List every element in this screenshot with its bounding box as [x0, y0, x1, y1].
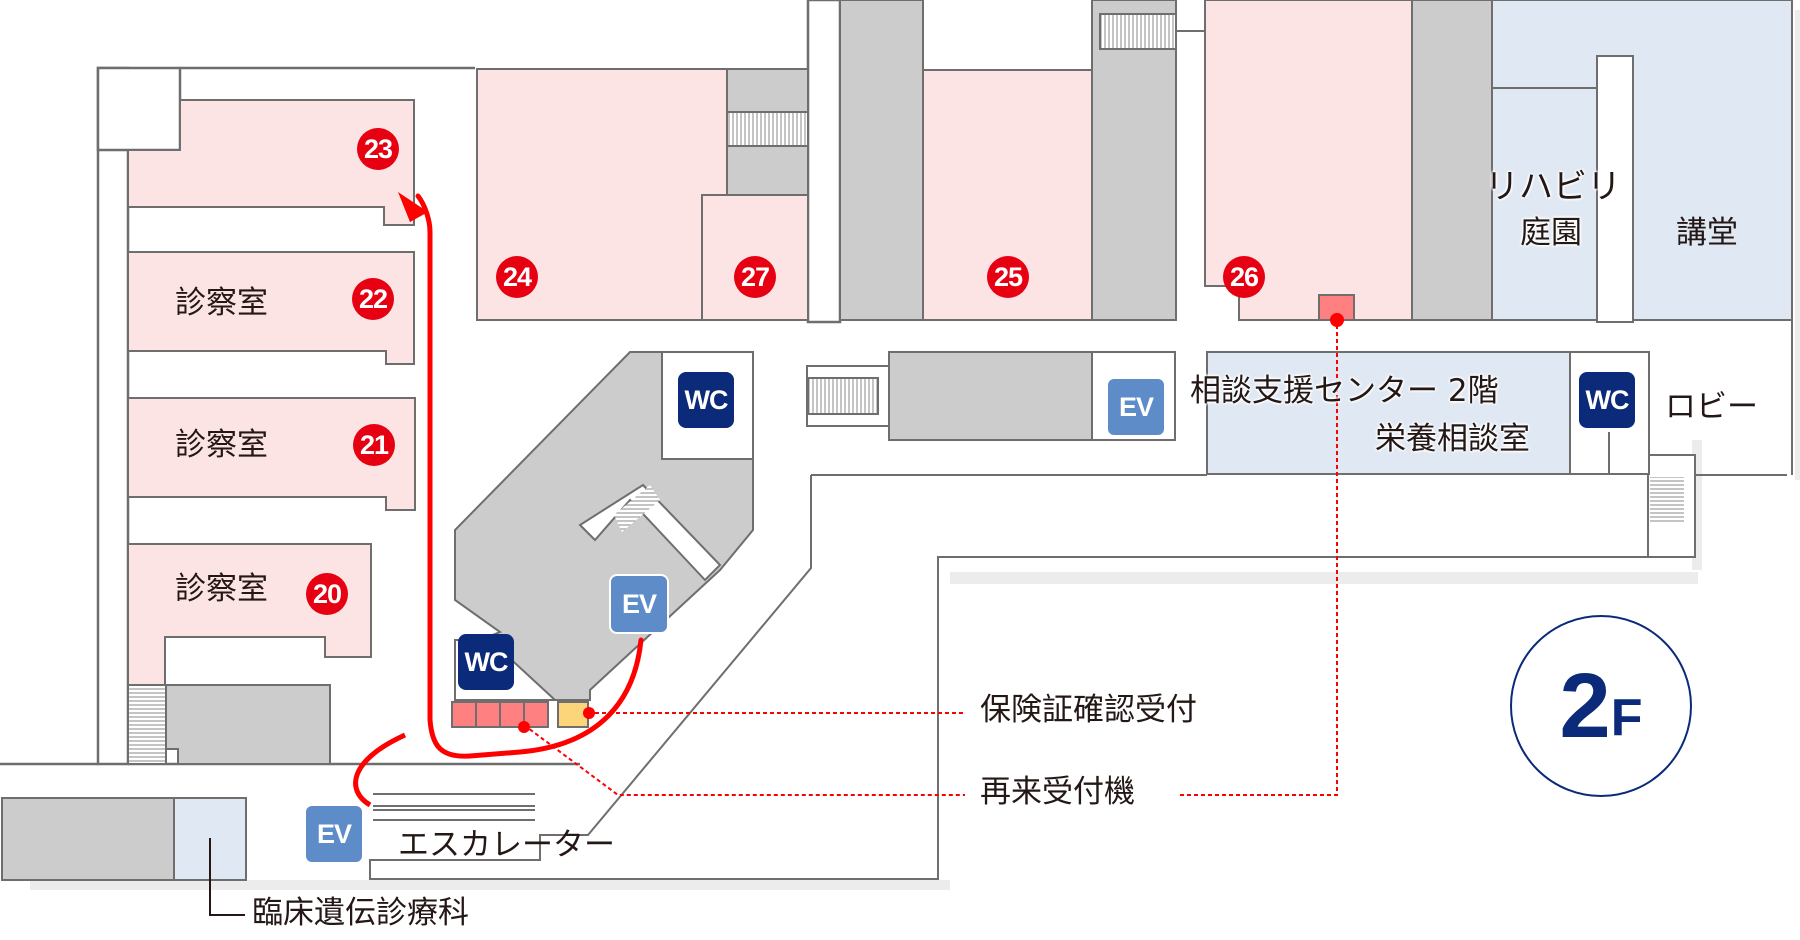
service-box: [96, 66, 182, 152]
reentry-machine-label: 再来受付機: [980, 774, 1135, 810]
wc-icon[interactable]: WC: [458, 634, 514, 690]
route-path: [415, 193, 644, 759]
room-26-badge[interactable]: 26: [1223, 256, 1265, 298]
reentry-kiosks: [451, 701, 549, 728]
auditorium-label: 講堂: [1676, 215, 1738, 251]
elevator-icon[interactable]: EV: [304, 804, 364, 864]
elevator-icon[interactable]: EV: [609, 574, 669, 634]
room-20-label: 診察室: [175, 571, 268, 607]
room-20-badge[interactable]: 20: [306, 573, 348, 615]
floor-number: 2: [1559, 654, 1611, 757]
route-arrow-icon: [398, 192, 428, 222]
floor-badge: 2 F: [1510, 615, 1692, 797]
rehab-garden-label-1: リハビリ: [1485, 167, 1621, 207]
wc-icon[interactable]: WC: [1579, 372, 1635, 428]
consult-center-label: 相談支援センター 2階: [1190, 373, 1499, 409]
floor-unit: F: [1610, 689, 1643, 747]
rehab-garden-label-2: 庭園: [1520, 215, 1582, 251]
room-22-label: 診察室: [175, 285, 268, 321]
insurance-check-label: 保険証確認受付: [980, 692, 1197, 728]
room-21-label: 診察室: [175, 427, 268, 463]
room-25-badge[interactable]: 25: [987, 256, 1029, 298]
genetics-label: 臨床遺伝診療科: [252, 895, 469, 931]
lobby-label: ロビー: [1665, 389, 1758, 425]
room-21-badge[interactable]: 21: [353, 424, 395, 466]
callout-lines: [523, 320, 1338, 796]
exam-rooms: [127, 99, 416, 701]
building-shadow: [30, 10, 1800, 890]
escalator-label: エスカレーター: [398, 827, 615, 863]
room-24-badge[interactable]: 24: [496, 256, 538, 298]
nutrition-room-label: 栄養相談室: [1375, 421, 1530, 457]
room-27-badge[interactable]: 27: [734, 256, 776, 298]
escalator: [373, 793, 535, 821]
wc-icon[interactable]: WC: [678, 372, 734, 428]
room-22-badge[interactable]: 22: [352, 278, 394, 320]
room-23-badge[interactable]: 23: [357, 128, 399, 170]
elevator-icon[interactable]: EV: [1106, 377, 1166, 437]
